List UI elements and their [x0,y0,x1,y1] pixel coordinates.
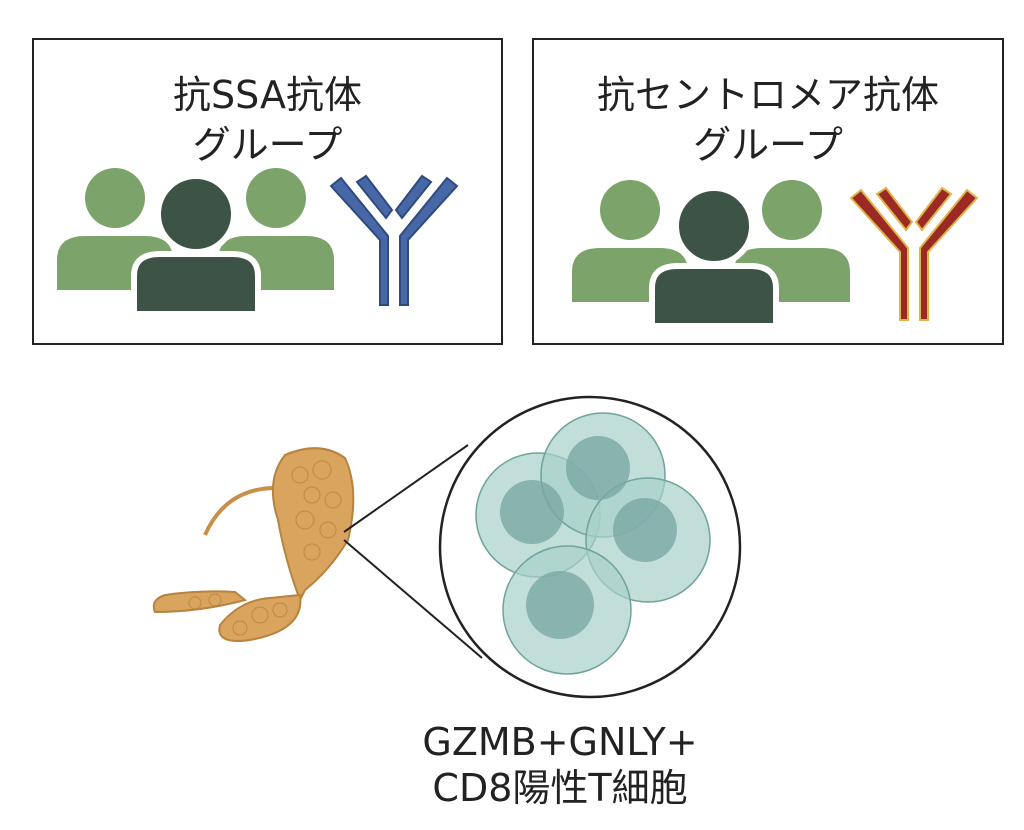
group-title-line1: 抗SSA抗体 [173,73,362,117]
salivary-gland-icon [152,447,355,642]
zoom-line-bottom [343,539,483,659]
anti-centromere-group-box: 抗セントロメア抗体 グループ [532,38,1004,345]
zoom-line-top [343,444,469,533]
group-title-line1: 抗セントロメア抗体 [596,73,939,117]
group-title-line2: グループ [693,123,843,167]
anti-ssa-group-box: 抗SSA抗体 グループ [32,38,503,345]
caption-line2: CD8陽性T細胞 [432,766,688,810]
antibody-icon-blue [329,174,459,306]
antibody-icon-red [849,186,979,321]
caption-line1: GZMB+GNLY+ [422,720,698,764]
magnified-cells-circle [438,395,742,699]
group-title-line2: グループ [192,123,343,167]
